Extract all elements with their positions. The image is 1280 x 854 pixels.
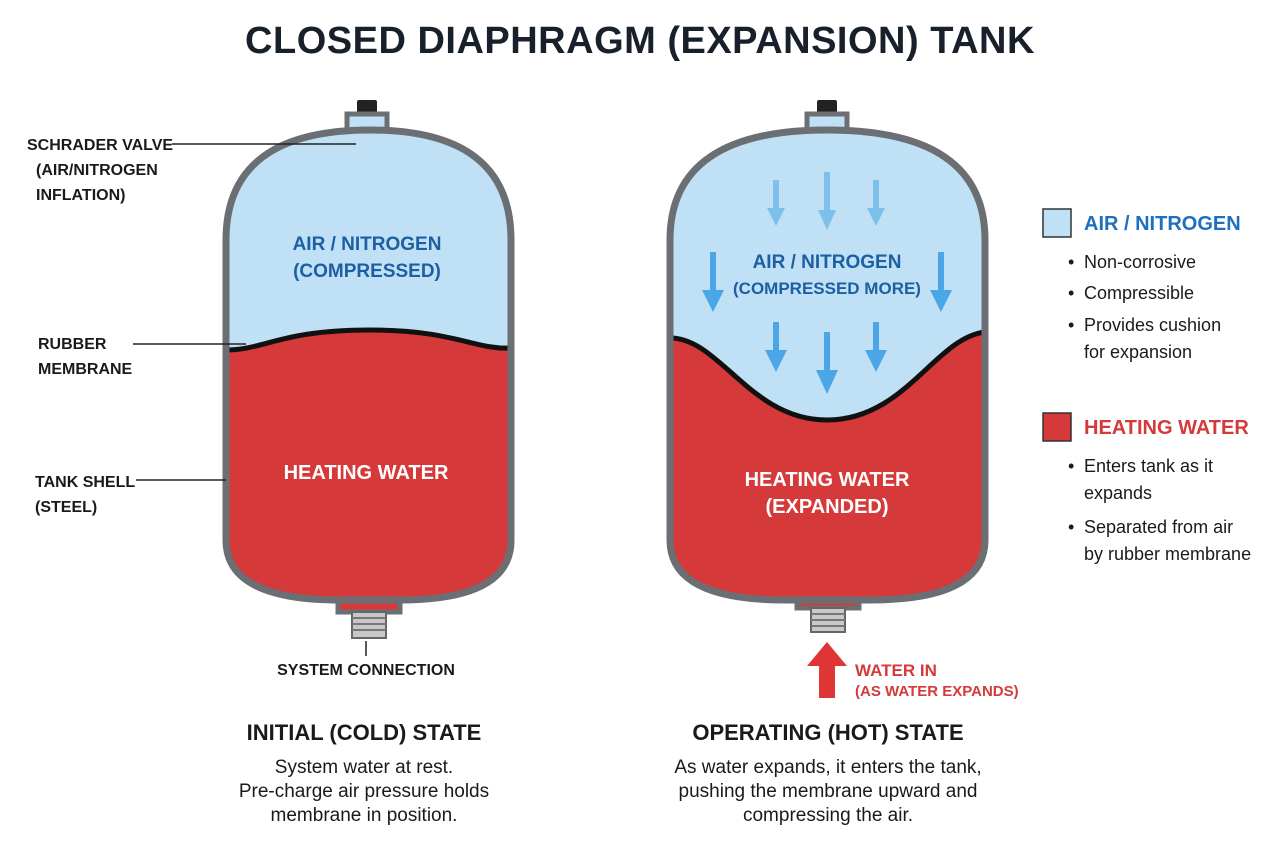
callout-shell-line2: (STEEL) — [35, 499, 97, 516]
water-label-right-line2: (EXPANDED) — [766, 496, 889, 518]
water-in-arrow-icon — [807, 642, 847, 698]
state-title-left: INITIAL (COLD) STATE — [247, 720, 482, 745]
arrow-down-icon — [767, 180, 785, 226]
rubber-membrane-left — [226, 327, 511, 353]
water-chamber-right — [670, 332, 985, 600]
state-title-right: OPERATING (HOT) STATE — [692, 720, 963, 745]
water-in-label-line1: WATER IN — [855, 661, 937, 680]
arrow-down-icon — [702, 252, 724, 312]
legend-air-item: • — [1068, 283, 1074, 303]
legend-water-item-0: Enters tank as it — [1084, 456, 1213, 476]
legend-water-heading: HEATING WATER — [1084, 417, 1249, 439]
legend-air-item-1: Compressible — [1084, 283, 1194, 303]
legend-water-item: • — [1068, 517, 1074, 537]
air-label-right-line2: (COMPRESSED MORE) — [733, 279, 921, 298]
air-label-left-line2: (COMPRESSED) — [293, 261, 441, 282]
legend-water-item-3: by rubber membrane — [1084, 544, 1251, 564]
legend: AIR / NITROGEN • Non-corrosive • Compres… — [1042, 208, 1251, 564]
legend-air-item-0: Non-corrosive — [1084, 252, 1196, 272]
water-label-right-line1: HEATING WATER — [745, 469, 910, 491]
state-desc-left-line2: Pre-charge air pressure holds — [239, 781, 489, 802]
legend-water-item-2: Separated from air — [1084, 517, 1233, 537]
callout-membrane-line1: RUBBER — [38, 336, 107, 353]
thread-lines — [352, 617, 386, 631]
state-desc-left-line3: membrane in position. — [271, 805, 458, 826]
callouts-left: SCHRADER VALVE (AIR/NITROGEN INFLATION) … — [27, 137, 455, 679]
tank-shell-right — [666, 126, 989, 604]
state-desc-right-line3: compressing the air. — [743, 805, 913, 826]
legend-water-item-1: expands — [1084, 483, 1152, 503]
state-desc-right-line2: pushing the membrane upward and — [679, 781, 978, 802]
legend-air-heading: AIR / NITROGEN — [1084, 213, 1241, 235]
right-tank: AIR / NITROGEN (COMPRESSED MORE) HEATING… — [666, 100, 1019, 700]
legend-air-item-3: for expansion — [1084, 342, 1192, 362]
water-label-left: HEATING WATER — [284, 462, 449, 484]
left-tank: AIR / NITROGEN (COMPRESSED) HEATING WATE… — [222, 100, 515, 639]
legend-water-swatch — [1042, 412, 1072, 442]
legend-air-item: • — [1068, 252, 1074, 272]
page-title: CLOSED DIAPHRAGM (EXPANSION) TANK — [245, 20, 1035, 62]
state-desc-left-line1: System water at rest. — [275, 757, 453, 778]
callout-schrader-line1: SCHRADER VALVE — [27, 137, 173, 154]
arrow-down-icon — [865, 322, 887, 372]
arrow-down-icon — [818, 172, 836, 230]
water-in-label-line2: (AS WATER EXPANDS) — [855, 683, 1019, 700]
arrow-down-icon — [867, 180, 885, 226]
callout-schrader-line2: (AIR/NITROGEN — [36, 162, 158, 179]
state-desc-right-line1: As water expands, it enters the tank, — [674, 757, 981, 778]
state-left: INITIAL (COLD) STATE System water at res… — [239, 720, 489, 826]
legend-air-item: • — [1068, 315, 1074, 335]
state-right: OPERATING (HOT) STATE As water expands, … — [674, 720, 981, 826]
legend-air-item-2: Provides cushion — [1084, 315, 1221, 335]
rubber-membrane-right — [670, 329, 985, 423]
callout-schrader-line3: INFLATION) — [36, 187, 125, 204]
callout-shell-line1: TANK SHELL — [35, 474, 135, 491]
thread-lines-right — [811, 613, 845, 627]
tank-shell-left — [222, 126, 515, 604]
arrow-down-icon — [930, 252, 952, 312]
air-label-right-line1: AIR / NITROGEN — [753, 252, 902, 273]
compression-arrows — [702, 172, 952, 394]
arrow-down-icon — [765, 322, 787, 372]
legend-water-item: • — [1068, 456, 1074, 476]
water-chamber-left — [226, 330, 511, 600]
legend-air-swatch — [1042, 208, 1072, 238]
callout-system-connection: SYSTEM CONNECTION — [277, 662, 455, 679]
air-label-left-line1: AIR / NITROGEN — [293, 234, 442, 255]
arrow-down-icon — [816, 332, 838, 394]
callout-membrane-line2: MEMBRANE — [38, 361, 133, 378]
